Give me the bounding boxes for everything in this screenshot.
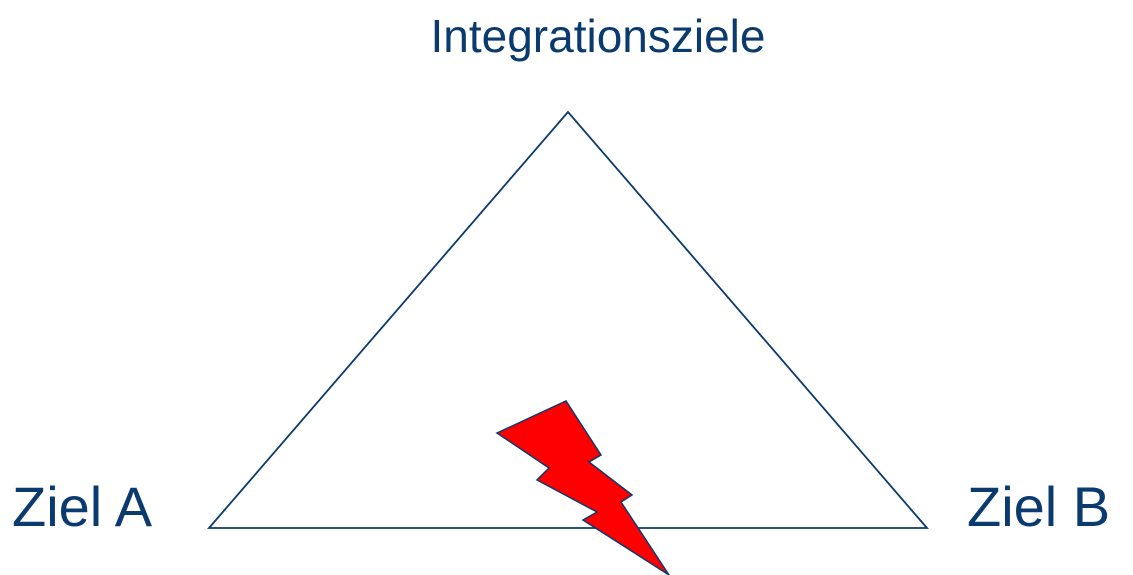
right-goal-label: Ziel B [967, 475, 1111, 538]
goal-triangle [207, 110, 929, 529]
left-goal-label: Ziel A [12, 475, 153, 538]
top-goal-label: Integrationsziele [430, 10, 766, 62]
lightning-bolt-icon [495, 400, 670, 575]
